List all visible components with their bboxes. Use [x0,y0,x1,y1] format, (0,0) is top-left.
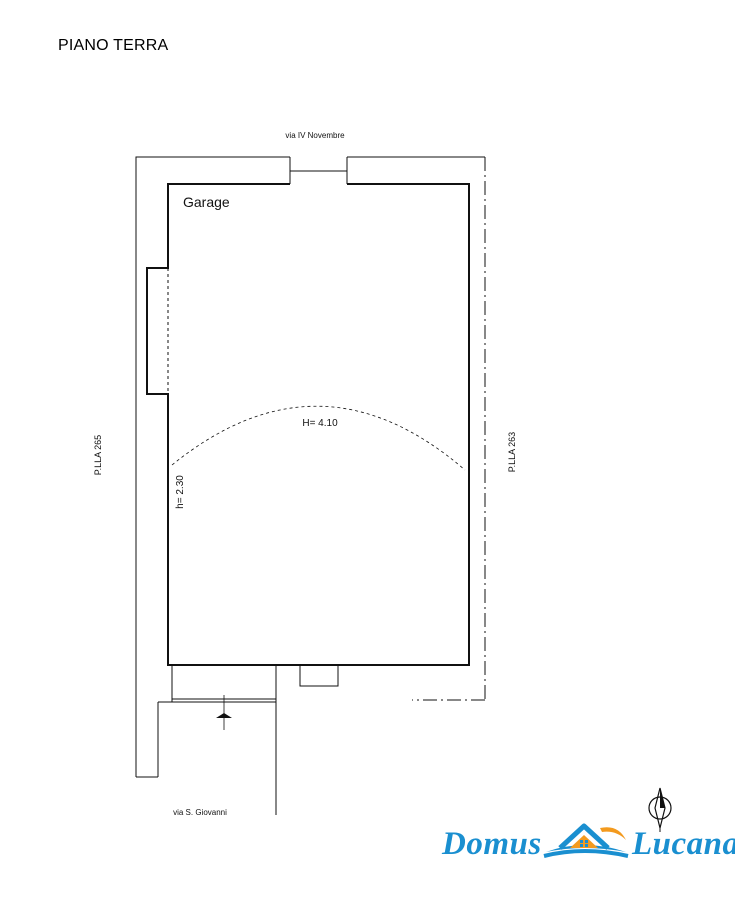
logo: Domus Lucana [440,818,735,870]
street-bottom-label: via S. Giovanni [173,808,227,817]
logo-word-right: Lucana [632,826,735,862]
height-min-label: h= 2.30 [175,475,186,509]
house-logo-icon [543,823,629,858]
top-opening [289,157,348,184]
height-max-label: H= 4.10 [302,418,338,429]
right-boundary-dashed [412,157,486,701]
street-top-label: via IV Novembre [285,131,345,140]
garage-walls [146,183,470,666]
parcel-right-label: P.LLA 263 [507,432,517,472]
parcel-left-label: P.LLA 265 [93,435,103,475]
lot-boundary [135,156,485,778]
bottom-entrance [168,664,469,815]
logo-word-left: Domus [442,826,542,862]
compass-icon [648,787,672,832]
room-label: Garage [183,194,230,210]
page-title: PIANO TERRA [58,37,169,54]
vault-curve [171,405,466,471]
entrance-arrow-icon [216,713,232,718]
